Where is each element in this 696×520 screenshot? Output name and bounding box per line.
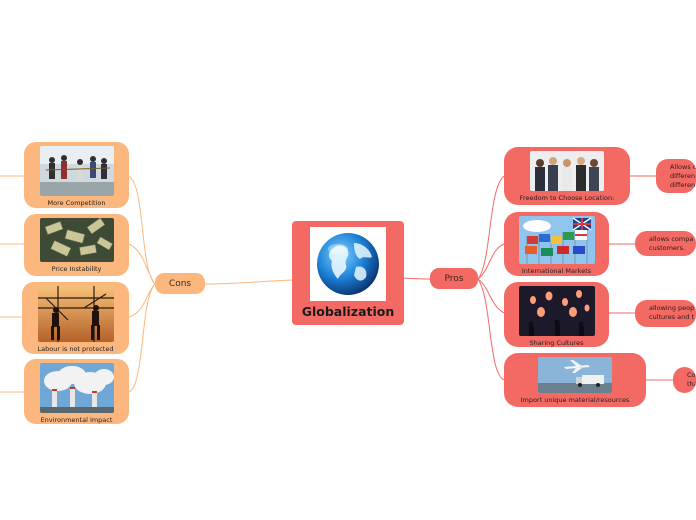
link-cons-labour bbox=[128, 283, 156, 318]
detail-freedom-line-2: differen bbox=[670, 172, 696, 180]
plane-truck-freight-photo bbox=[538, 357, 612, 393]
detail-markets-line-2: customers. bbox=[649, 244, 686, 252]
link-cons-price bbox=[128, 243, 156, 285]
detail-markets-line-1: allows compa bbox=[649, 235, 694, 243]
link-central-cons bbox=[204, 279, 293, 285]
workers-silhouette-photo bbox=[37, 286, 114, 342]
detail-freedom-line-3: differen bbox=[670, 181, 696, 189]
link-pros-import bbox=[477, 278, 505, 381]
sky-lanterns-photo bbox=[518, 286, 595, 336]
cons-branch-label: Cons bbox=[168, 278, 192, 289]
cons-caption-labour: Labour is not protected bbox=[37, 345, 114, 353]
link-central-pros bbox=[403, 277, 431, 280]
detail-freedom-line-1: Allows c bbox=[670, 163, 696, 171]
business-team-photo bbox=[530, 151, 604, 191]
link-pros-markets bbox=[477, 243, 505, 280]
cons-node-competition[interactable]: More Competition bbox=[24, 142, 129, 208]
pros-node-markets[interactable]: International Markets bbox=[504, 212, 609, 276]
central-topic-title: Globalization bbox=[301, 304, 395, 319]
detail-cultures-line-1: allowing peop bbox=[649, 304, 695, 312]
link-cons-competition bbox=[128, 175, 156, 285]
detail-import-line-2: tha bbox=[687, 380, 696, 388]
globe-image bbox=[310, 227, 386, 301]
cons-caption-environment: Environmental Impact bbox=[40, 416, 113, 424]
detail-import[interactable]: Co tha bbox=[673, 367, 696, 393]
cons-caption-competition: More Competition bbox=[47, 199, 106, 207]
link-pros-cultures bbox=[477, 278, 505, 314]
cons-node-environment[interactable]: Environmental Impact bbox=[24, 359, 129, 424]
pros-caption-markets: International Markets bbox=[521, 267, 592, 275]
link-pros-freedom bbox=[477, 175, 505, 280]
detail-markets[interactable]: allows compa customers. bbox=[635, 231, 696, 256]
pros-branch-label: Pros bbox=[444, 273, 464, 284]
detail-import-line-1: Co bbox=[687, 371, 696, 379]
pros-caption-import: Import unique material/resources bbox=[520, 396, 630, 404]
cons-node-price[interactable]: Price Instability bbox=[24, 214, 129, 276]
pros-caption-freedom: Freedom to Choose Location: bbox=[519, 194, 615, 202]
detail-cultures-line-2: cultures and t bbox=[649, 313, 694, 321]
cons-branch[interactable]: Cons bbox=[155, 273, 205, 294]
people-tug-of-war-photo bbox=[39, 146, 114, 196]
cons-node-labour[interactable]: Labour is not protected bbox=[22, 282, 129, 354]
pros-branch[interactable]: Pros bbox=[430, 268, 478, 289]
world-flags-photo bbox=[518, 216, 595, 264]
flying-banknotes-photo bbox=[39, 218, 114, 262]
detail-freedom[interactable]: Allows c differen differen bbox=[656, 159, 696, 193]
pros-node-cultures[interactable]: Sharing Cultures bbox=[504, 282, 609, 347]
pros-node-freedom[interactable]: Freedom to Choose Location: bbox=[504, 147, 630, 205]
detail-cultures[interactable]: allowing peop cultures and t bbox=[635, 300, 696, 327]
cons-caption-price: Price Instability bbox=[51, 265, 102, 273]
pros-caption-cultures: Sharing Cultures bbox=[529, 339, 584, 347]
link-cons-environment bbox=[128, 283, 156, 393]
pros-node-import[interactable]: Import unique material/resources bbox=[504, 353, 646, 407]
globe-icon bbox=[317, 233, 379, 295]
factory-smoke-photo bbox=[39, 363, 114, 413]
central-topic[interactable]: Globalization bbox=[292, 221, 404, 325]
